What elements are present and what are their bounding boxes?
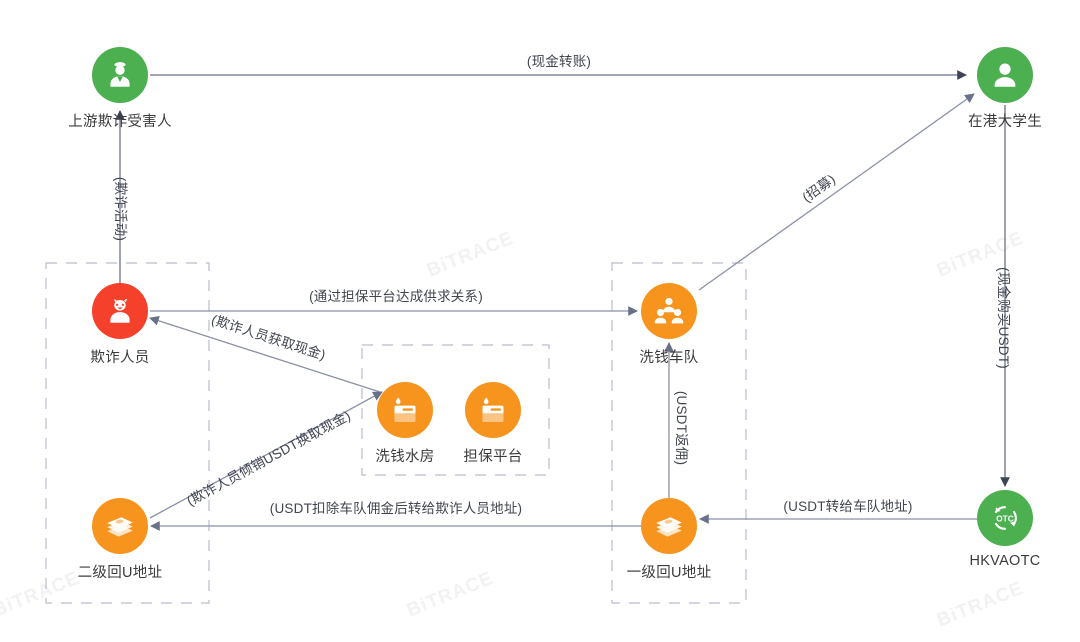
edge-label-fraud-activity: (欺诈活动)	[113, 176, 128, 242]
person-hat-icon	[110, 62, 130, 87]
node-victim-bubble	[92, 47, 148, 103]
edge-recruit	[698, 93, 975, 291]
edge-label-usdt-to-fleet: (USDT转给车队地址)	[783, 499, 913, 514]
node-escrow-bubble	[465, 382, 521, 438]
node-laundry-bubble	[377, 382, 433, 438]
otc-icon: OTC	[994, 506, 1017, 530]
node-second-addr[interactable]: 二级回U地址	[60, 498, 180, 582]
node-escrow[interactable]: 担保平台	[433, 382, 553, 466]
edge-label-cash-transfer: (现金转账)	[526, 54, 592, 69]
node-otc-bubble: OTC	[977, 490, 1033, 546]
node-fraudster-label: 欺诈人员	[90, 350, 150, 366]
node-victim-label: 上游欺诈受害人	[68, 114, 172, 130]
money-stack-icon	[656, 517, 682, 537]
group-box-left	[45, 262, 210, 604]
node-escrow-label: 担保平台	[463, 449, 523, 465]
node-student-bubble	[977, 47, 1033, 103]
group-box-inner	[361, 344, 550, 476]
edge-dump-usdt	[149, 391, 383, 519]
node-fleet-bubble	[641, 283, 697, 339]
money-stack-icon	[107, 517, 133, 537]
node-student[interactable]: 在港大学生	[945, 47, 1065, 131]
node-fleet-label: 洗钱车队	[639, 350, 699, 366]
edge-label-usdt-minus-fee: (USDT扣除车队佣金后转给欺诈人员地址)	[269, 501, 523, 516]
svg-text:OTC: OTC	[996, 513, 1014, 523]
person-devil-icon	[110, 298, 130, 323]
edge-label-usdt-commission: (USDT返佣)	[674, 390, 689, 466]
node-second-addr-bubble	[92, 498, 148, 554]
edge-label-buy-usdt: (现金购买USDT)	[996, 267, 1011, 369]
node-victim[interactable]: 上游欺诈受害人	[60, 47, 180, 131]
node-laundry[interactable]: 洗钱水房	[345, 382, 465, 466]
water-tank-icon	[394, 397, 416, 422]
node-fraudster-bubble	[92, 283, 148, 339]
node-laundry-label: 洗钱水房	[375, 449, 435, 465]
node-fraudster[interactable]: 欺诈人员	[60, 283, 180, 367]
group-box-right	[611, 262, 747, 604]
person-icon	[994, 63, 1016, 87]
node-fleet[interactable]: 洗钱车队	[609, 283, 729, 367]
people-group-icon	[654, 297, 684, 324]
node-otc-label: HKVAOTC	[969, 553, 1041, 569]
edge-get-cash	[149, 316, 381, 393]
node-first-addr[interactable]: 一级回U地址	[609, 498, 729, 582]
node-first-addr-label: 一级回U地址	[626, 565, 712, 581]
node-otc[interactable]: OTC HKVAOTC	[945, 490, 1065, 569]
node-student-label: 在港大学生	[968, 114, 1042, 130]
node-first-addr-bubble	[641, 498, 697, 554]
node-second-addr-label: 二级回U地址	[77, 565, 163, 581]
edge-label-escrow-match: (通过担保平台达成供求关系)	[309, 289, 483, 304]
water-tank-icon	[482, 397, 504, 422]
